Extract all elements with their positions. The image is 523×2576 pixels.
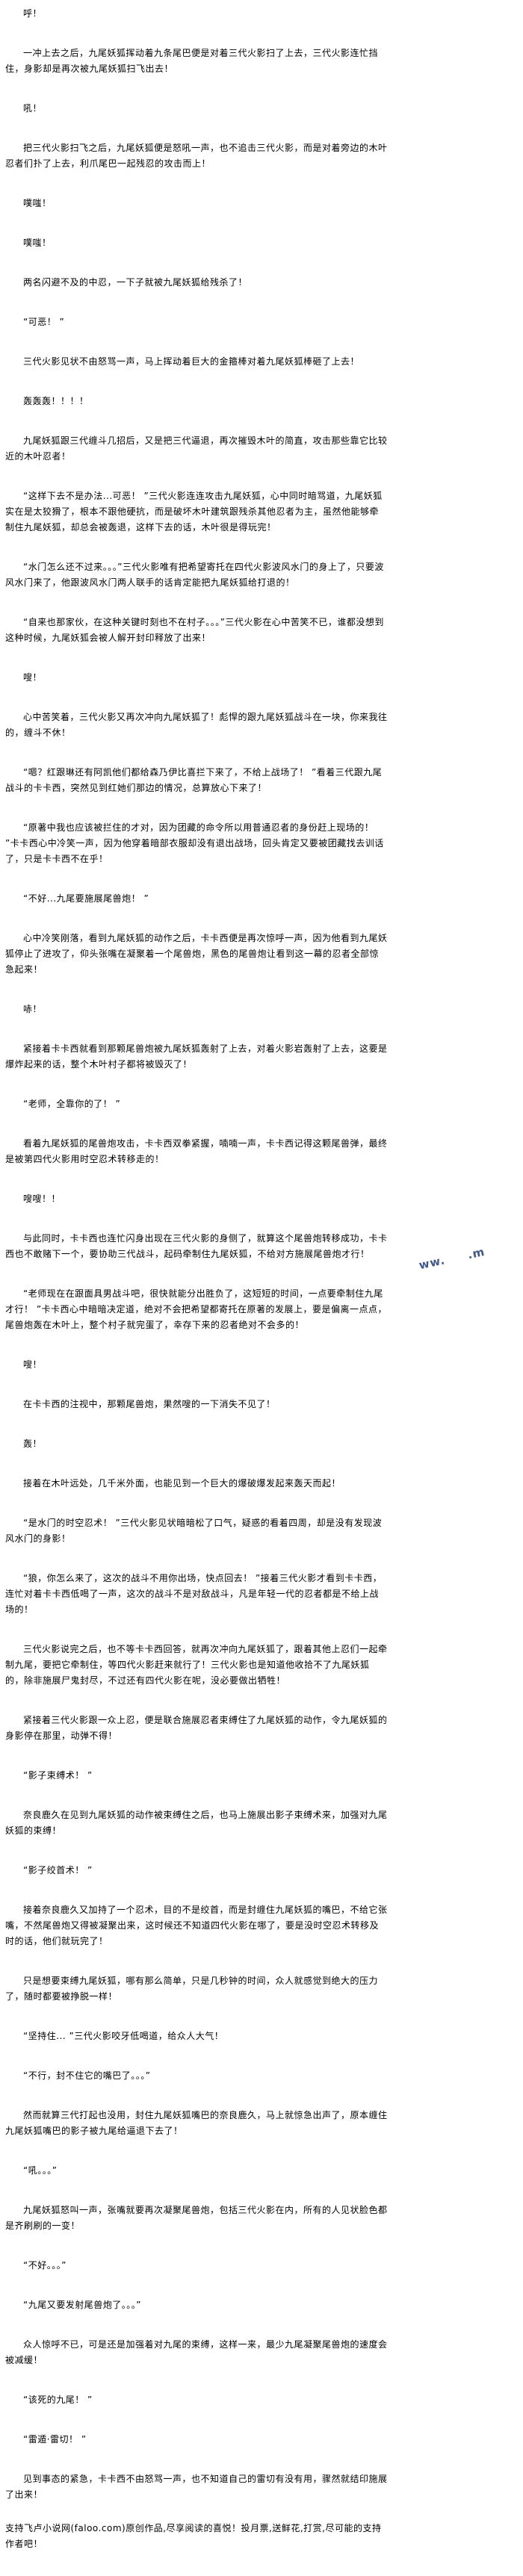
story-paragraph: 把三代火影扫飞之后，九尾妖狐便是怒吼一声，也不追击三代火影，而是对着旁边的木叶忍… xyxy=(5,143,388,169)
story-paragraph: “不行，封不住它的嘴巴了。。。” xyxy=(23,2070,151,2081)
story-paragraph: 吼！ xyxy=(23,103,43,114)
article-body: 呼！ 一冲上去之后，九尾妖狐挥动着九条尾巴便是对着三代火影扫了上去，三代火影连忙挡… xyxy=(5,6,388,2576)
story-paragraph: “坚持住... ”三代火影咬牙低喝道，给众人大气！ xyxy=(23,2031,224,2041)
story-paragraph: “老师，全靠你的了！ ” xyxy=(23,1099,121,1109)
story-paragraph: 三代火影见状不由怒骂一声，马上挥动着巨大的金箍棒对着九尾妖狐棒砸了上去！ xyxy=(23,356,360,367)
story-paragraph: “该死的九尾！ ” xyxy=(23,2395,93,2405)
story-paragraph: 嗖嗖！！ xyxy=(23,1194,61,1204)
story-paragraph: 呼！ xyxy=(23,8,43,19)
story-paragraph: 九尾妖狐跟三代缠斗几招后，又是把三代逼退，再次摧毁木叶的简直，攻击那些靠它比较近… xyxy=(5,435,388,462)
story-paragraph: 接着奈良鹿久又加持了一个忍术，目的不是绞首，而是封缠住九尾妖狐的嘴巴，不给它张嘴… xyxy=(5,1905,388,1946)
story-paragraph: 见到事态的紧急，卡卡西不由怒骂一声，也不知道自己的雷切有没有用，骤然就结印施展了… xyxy=(5,2474,388,2500)
story-paragraph: 轰！ xyxy=(23,1438,43,1449)
support-author-footer: 支持飞卢小说网(faloo.com)原创作品,尽享阅读的喜悦！投月票,送鲜花,打… xyxy=(5,2523,382,2549)
story-paragraph: “影子绞首术！ ” xyxy=(23,1865,93,1875)
story-paragraph: 一冲上去之后，九尾妖狐挥动着九条尾巴便是对着三代火影扫了上去，三代火影连忙挡住，… xyxy=(5,48,379,74)
story-paragraph: “是水门的时空忍术！ ”三代火影见状暗暗松了口气，疑惑的看着四周，却是没有发现波… xyxy=(5,1518,383,1544)
story-paragraph: 众人惊呼不已，可是还是加强着对九尾的束缚，这样一来，最少九尾凝聚尾兽炮的速度会被… xyxy=(5,2339,388,2365)
story-paragraph: “这样下去不是办法...可恶！ ”三代火影连连攻击九尾妖狐，心中同时暗骂道，九尾… xyxy=(5,491,383,533)
story-paragraph: 在卡卡西的注视中，那颗尾兽炮，果然嗖的一下消失不见了！ xyxy=(23,1399,276,1409)
story-paragraph: 轰轰轰！！！！ xyxy=(23,396,89,406)
story-paragraph: “不好。。。” xyxy=(23,2260,66,2271)
story-paragraph: 嗖！ xyxy=(23,1359,43,1370)
story-paragraph: “水门怎么还不过来。。。”三代火影唯有把希望寄托在四代火影波风水门的身上了，只要… xyxy=(5,562,384,588)
story-paragraph: “自来也那家伙，在这种关键时刻也不在村子。。。”三代火影在心中苦笑不已，谁都没想… xyxy=(5,617,384,643)
story-paragraph: “影子束缚术！ ” xyxy=(23,1770,93,1781)
story-paragraph: 然而就算三代打起也没用，封住九尾妖狐嘴巴的奈良鹿久，马上就惊急出声了，原本缠住九… xyxy=(5,2110,388,2136)
story-paragraph: 紧接着三代火影跟一众上忍，便是联合施展忍者束缚住了九尾妖狐的动作，令九尾妖狐的身… xyxy=(5,1715,388,1741)
story-paragraph: “九尾又要发射尾兽炮了。。。” xyxy=(23,2300,141,2310)
story-paragraph: “老师现在在跟面具男战斗吧，很快就能分出胜负了，这短短的时间，一点要牵制住九尾才… xyxy=(5,1288,388,1330)
story-paragraph: 接着在木叶远处，几千米外面，也能见到一个巨大的爆破爆发起来轰天而起！ xyxy=(23,1478,341,1489)
story-paragraph: 哧！ xyxy=(23,1004,43,1014)
story-paragraph: 与此同时，卡卡西也连忙闪身出现在三代火影的身侧了，就算这个尾兽炮转移成功，卡卡西… xyxy=(5,1233,388,1259)
story-paragraph: 只是想要束缚九尾妖狐，哪有那么简单，只是几秒钟的时间，众人就感觉到绝大的压力了，… xyxy=(5,1976,379,2002)
story-paragraph: 噗嗤！ xyxy=(23,198,52,208)
story-paragraph: 嗖！ xyxy=(23,672,43,683)
story-paragraph: “不好...九尾要施展尾兽炮！ ” xyxy=(23,893,149,904)
story-paragraph: 三代火影说完之后，也不等卡卡西回答，就再次冲向九尾妖狐了，跟着其他上忍们一起牵制… xyxy=(5,1644,388,1686)
story-paragraph: “嗯？红跟琳还有阿凯他们都给森乃伊比喜拦下来了，不给上战场了！ ”看着三代跟九尾… xyxy=(5,767,383,793)
story-paragraph: 噗嗤！ xyxy=(23,238,52,248)
story-paragraph: “雷遁·雷切！ ” xyxy=(23,2434,87,2445)
story-paragraph: 心中冷笑刚落，看到九尾妖狐的动作之后，卡卡西便是再次惊呼一声，因为他看到九尾妖狐… xyxy=(5,933,388,975)
story-paragraph: 心中苦笑着，三代火影又再次冲向九尾妖狐了！彪悍的跟九尾妖狐战斗在一块，你来我往的… xyxy=(5,712,388,738)
story-paragraph: “可恶！ ” xyxy=(23,317,65,327)
site-watermark: ww. .m xyxy=(418,1244,486,1273)
story-paragraph: 两名闪避不及的中忍，一下子就被九尾妖狐给残杀了！ xyxy=(23,277,248,288)
story-paragraph: 看着九尾妖狐的尾兽炮攻击，卡卡西双拳紧握，喃喃一声，卡卡西记得这颗尾兽弹，最终是… xyxy=(5,1138,388,1164)
story-paragraph: “狼，你怎么来了，这次的战斗不用你出场，快点回去！ ”接着三代火影才看到卡卡西，… xyxy=(5,1573,383,1615)
story-paragraph: 九尾妖狐怒叫一声，张嘴就要再次凝聚尾兽炮，包括三代火影在内，所有的人见状脸色都是… xyxy=(5,2205,388,2231)
story-paragraph: 紧接着卡卡西就看到那颗尾兽炮被九尾妖狐轰射了上去，对着火影岩轰射了上去，这要是爆… xyxy=(5,1043,388,1070)
story-paragraph: “原著中我也应该被拦住的才对，因为团藏的命令所以用普通忍者的身份赶上现场的！ ”… xyxy=(5,822,384,864)
story-paragraph: “吼。。。” xyxy=(23,2165,58,2176)
story-paragraph: 奈良鹿久在见到九尾妖狐的动作被束缚住之后，也马上施展出影子束缚术来，加强对九尾妖… xyxy=(5,1810,388,1836)
